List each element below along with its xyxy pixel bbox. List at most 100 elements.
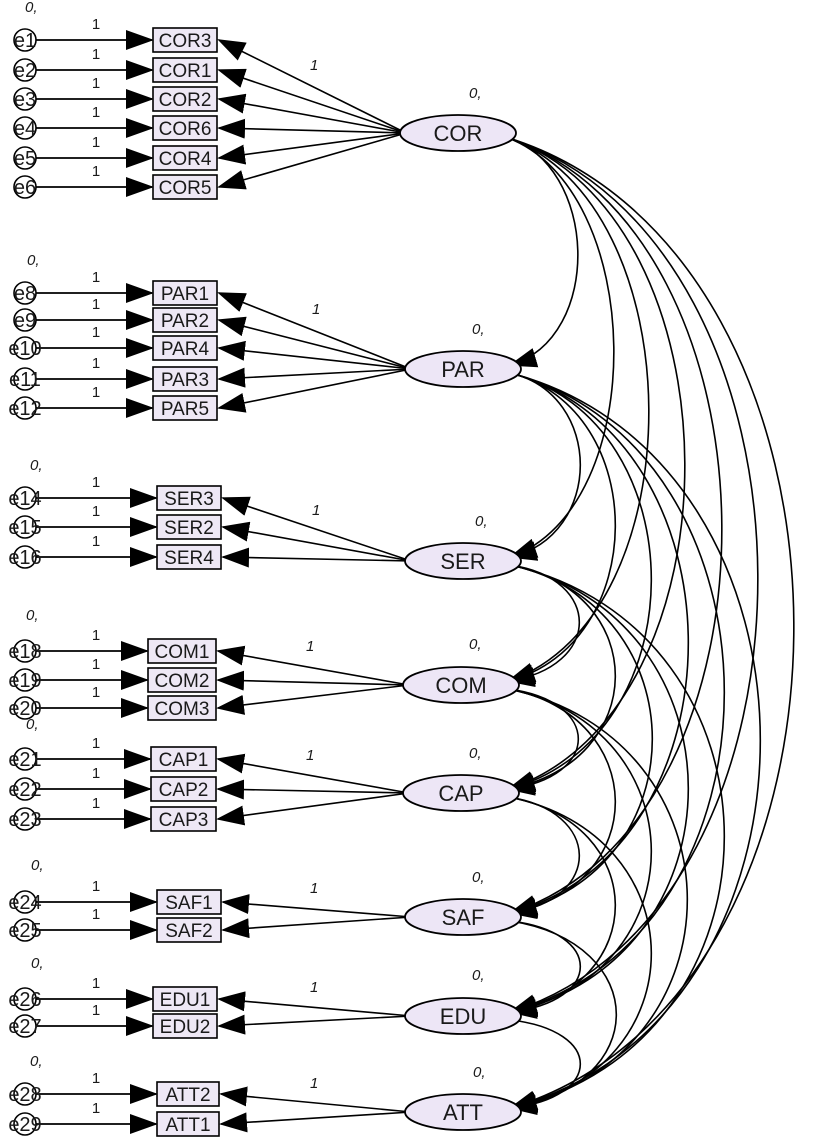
loading-path-com3: [216, 684, 410, 715]
error-path-weight-e3: 1: [92, 75, 100, 92]
loading-path-cor2: [217, 93, 407, 134]
covariance-arc-ser-att: [482, 549, 726, 1112]
latent-node-par: [404, 350, 522, 388]
indicator-label-cap2: CAP2: [159, 780, 209, 801]
error-paths: [30, 30, 158, 1134]
error-path-weight-e24: 1: [92, 878, 100, 895]
latent-node-edu: [404, 997, 522, 1035]
error-label-e22: e22: [8, 779, 41, 801]
error-path-weight-e21: 1: [92, 735, 100, 752]
error-node-e11: [13, 367, 37, 391]
error-label-e27: e27: [8, 1016, 41, 1038]
error-label-e21: e21: [8, 749, 41, 771]
indicator-box-cor1: [152, 57, 218, 83]
indicator-label-par3: PAR3: [161, 370, 209, 391]
latent-node-saf: [404, 898, 522, 936]
error-variance-label-ser: 0,: [30, 457, 43, 474]
covariance-arc-par-edu: [482, 356, 725, 1015]
indicator-label-cor5: COR5: [159, 178, 212, 199]
error-label-e3: e3: [14, 89, 36, 111]
indicator-box-cap2: [150, 776, 217, 802]
indicator-box-saf2: [156, 917, 222, 943]
loading-path-par2: [217, 316, 412, 370]
loading-path-par1: [217, 292, 412, 370]
error-node-e20: [13, 696, 37, 720]
error-label-e8: e8: [14, 283, 36, 305]
indicator-label-cap1: CAP1: [159, 750, 209, 771]
indicator-label-ser4: SER4: [164, 548, 214, 569]
error-path-weight-e25: 1: [92, 906, 100, 923]
latent-variance-label-cor: 0,: [469, 85, 482, 102]
loading-path-com2: [216, 670, 410, 691]
loading-path-saf1: [221, 894, 412, 918]
indicator-label-saf2: SAF2: [165, 921, 213, 942]
error-node-e26: [13, 987, 37, 1011]
error-node-e12: [13, 396, 37, 420]
indicator-box-com3: [147, 695, 217, 721]
indicator-box-cor4: [152, 145, 218, 171]
error-variance-label-att: 0,: [30, 1053, 43, 1070]
covariance-arc-cor-par: [477, 120, 579, 368]
error-label-e16: e16: [8, 547, 41, 569]
covariance-arc-ser-edu: [482, 549, 689, 1016]
error-label-e25: e25: [8, 920, 41, 942]
error-node-e14: [13, 486, 37, 510]
latent-label-saf: SAF: [442, 905, 485, 930]
error-path-weight-e6: 1: [92, 163, 100, 180]
error-label-e1: e1: [14, 30, 36, 52]
indicator-label-par5: PAR5: [161, 399, 209, 420]
loading-path-edu2: [217, 1014, 412, 1035]
error-label-e29: e29: [8, 1114, 41, 1136]
indicator-label-cor1: COR1: [159, 61, 212, 82]
error-node-e15: [13, 515, 37, 539]
covariance-arc-par-cap: [482, 356, 652, 792]
covariance-arc-saf-att: [483, 907, 617, 1114]
error-node-e21: [13, 747, 37, 771]
covariance-arc-com-saf: [481, 674, 617, 918]
loading-fixed-label-cap: 1: [306, 747, 314, 764]
loading-fixed-label-ser: 1: [312, 502, 320, 519]
loading-path-cap3: [216, 792, 410, 826]
indicator-label-com3: COM3: [155, 699, 210, 720]
error-label-e23: e23: [8, 809, 41, 831]
loading-path-cap2: [216, 779, 410, 800]
indicator-label-edu1: EDU1: [160, 990, 211, 1011]
indicator-box-par4: [152, 335, 218, 361]
loading-path-att1: [219, 1111, 412, 1133]
error-node-e22: [13, 777, 37, 801]
indicator-label-com1: COM1: [155, 642, 210, 663]
indicator-box-att1: [156, 1111, 220, 1137]
error-path-weight-e11: 1: [92, 355, 100, 372]
error-label-e28: e28: [8, 1084, 41, 1106]
error-node-e4: [13, 116, 37, 140]
loading-fixed-label-edu: 1: [310, 979, 318, 996]
error-label-e2: e2: [14, 60, 36, 82]
error-path-weight-e8: 1: [92, 269, 100, 286]
error-node-e24: [13, 890, 37, 914]
error-variance-label-edu: 0,: [31, 955, 44, 972]
factor-loadings: [216, 39, 412, 1133]
loading-path-par4: [217, 340, 412, 370]
error-path-weight-e20: 1: [92, 684, 100, 701]
indicator-box-par5: [152, 395, 218, 421]
error-label-e20: e20: [8, 698, 41, 720]
latent-variance-label-edu: 0,: [472, 967, 485, 984]
error-variance-label-com: 0,: [26, 607, 39, 624]
error-label-e6: e6: [14, 177, 36, 199]
indicator-box-ser3: [156, 485, 222, 511]
covariance-arc-com-att: [481, 673, 688, 1113]
indicator-box-cor6: [152, 115, 218, 141]
error-path-weight-e15: 1: [92, 503, 100, 520]
error-path-weight-e16: 1: [92, 533, 100, 550]
indicator-label-par4: PAR4: [161, 339, 210, 360]
indicator-box-cap1: [150, 746, 217, 772]
indicator-box-att2: [156, 1081, 220, 1107]
latent-label-par: PAR: [441, 357, 485, 382]
error-node-e10: [13, 336, 37, 360]
loading-path-par3: [217, 367, 412, 388]
error-node-e28: [13, 1082, 37, 1106]
covariance-arc-par-att: [482, 356, 762, 1111]
indicator-label-par1: PAR1: [161, 284, 209, 305]
covariance-arc-cor-ser: [477, 118, 615, 558]
